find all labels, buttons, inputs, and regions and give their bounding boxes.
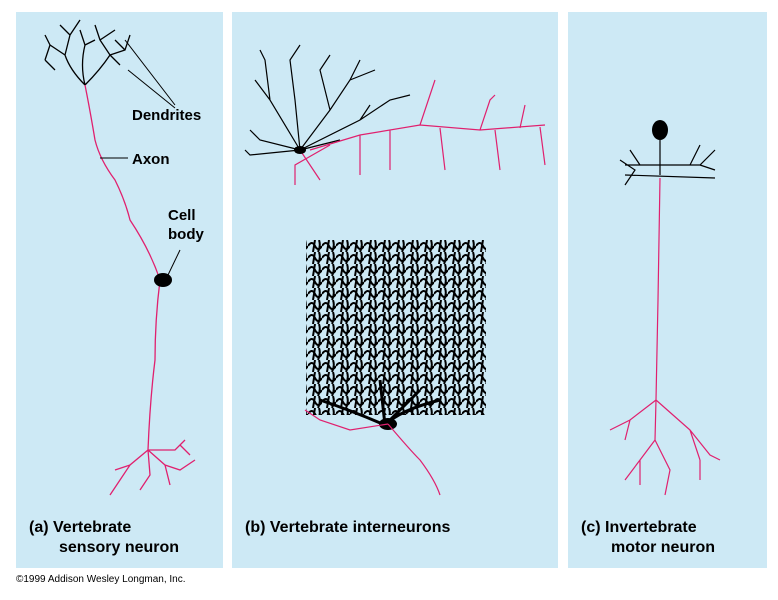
leader-lines [100, 39, 181, 276]
copyright: ©1999 Addison Wesley Longman, Inc. [16, 574, 186, 585]
motor-axon [609, 177, 721, 496]
pyramidal-axon [294, 79, 546, 185]
panel-b-caption: (b) Vertebrate interneurons [245, 519, 451, 536]
cell-body-label-line2: body [168, 226, 204, 243]
panel-sensory-neuron [16, 12, 223, 568]
motor-dendrites [619, 140, 716, 186]
panel-motor-neuron [568, 12, 767, 568]
pyramidal-dendrites [244, 44, 411, 156]
panel-a-caption: (a) Vertebrate sensory neuron [29, 518, 179, 558]
panel-c-caption-line2: motor neuron [611, 539, 715, 556]
motor-cell-body [652, 120, 668, 140]
pyramidal-cell-body [294, 146, 306, 154]
purkinje-axon [304, 409, 441, 496]
dendrites-label: Dendrites [132, 107, 202, 124]
sensory-dendrites [44, 19, 131, 86]
sensory-axon [84, 84, 196, 496]
panel-c-caption-line1: (c) Invertebrate [581, 519, 697, 536]
cell-body-label: Cell body [168, 206, 204, 244]
sensory-cell-body [154, 273, 172, 287]
axon-label: Axon [132, 151, 170, 168]
purkinje-dendritic-tree [306, 240, 486, 415]
panel-a-caption-line2: sensory neuron [59, 539, 180, 556]
purkinje-branches [319, 379, 441, 427]
panel-a-caption-line1: (a) Vertebrate [29, 519, 132, 536]
panel-c-caption: (c) Invertebrate motor neuron [581, 518, 715, 558]
cell-body-label-line1: Cell [168, 207, 196, 224]
